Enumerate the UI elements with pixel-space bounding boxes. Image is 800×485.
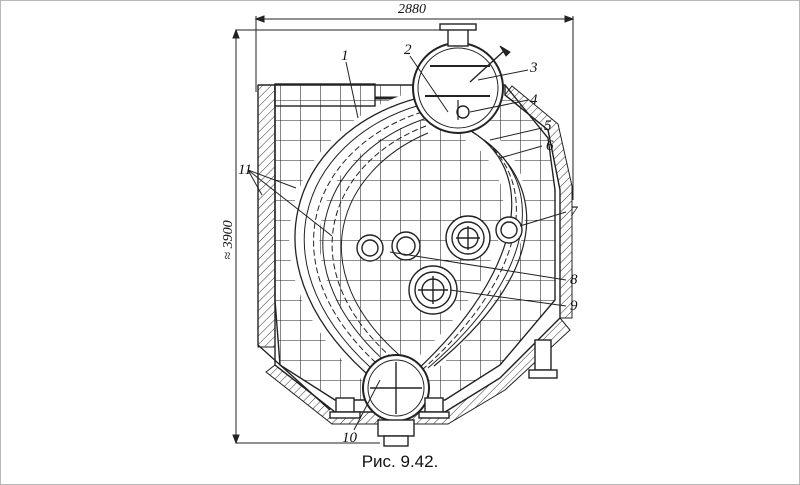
support-legs — [329, 339, 558, 419]
dimension-width-label: 2880 — [398, 2, 426, 17]
dimension-height-label: ≈ 3900 — [221, 220, 236, 259]
callout-2: 2 — [404, 42, 412, 58]
callout-9: 9 — [570, 298, 578, 314]
leader-lines — [247, 55, 567, 431]
upper-drum — [412, 23, 511, 134]
burner-ports — [356, 215, 523, 315]
dimension-height — [232, 28, 450, 445]
callout-3: 3 — [529, 60, 538, 76]
callout-1: 1 — [341, 48, 349, 64]
callout-8: 8 — [570, 272, 578, 288]
lower-drum — [362, 354, 430, 447]
callout-11: 11 — [238, 162, 252, 178]
callout-4: 4 — [530, 92, 538, 108]
figure-caption: Рис. 9.42. — [361, 452, 439, 471]
callout-7: 7 — [570, 204, 579, 220]
callout-6: 6 — [546, 138, 554, 154]
callout-10: 10 — [342, 430, 358, 446]
callout-5: 5 — [544, 118, 552, 134]
dimension-width — [254, 15, 575, 200]
tube-bundle-left — [289, 90, 429, 392]
